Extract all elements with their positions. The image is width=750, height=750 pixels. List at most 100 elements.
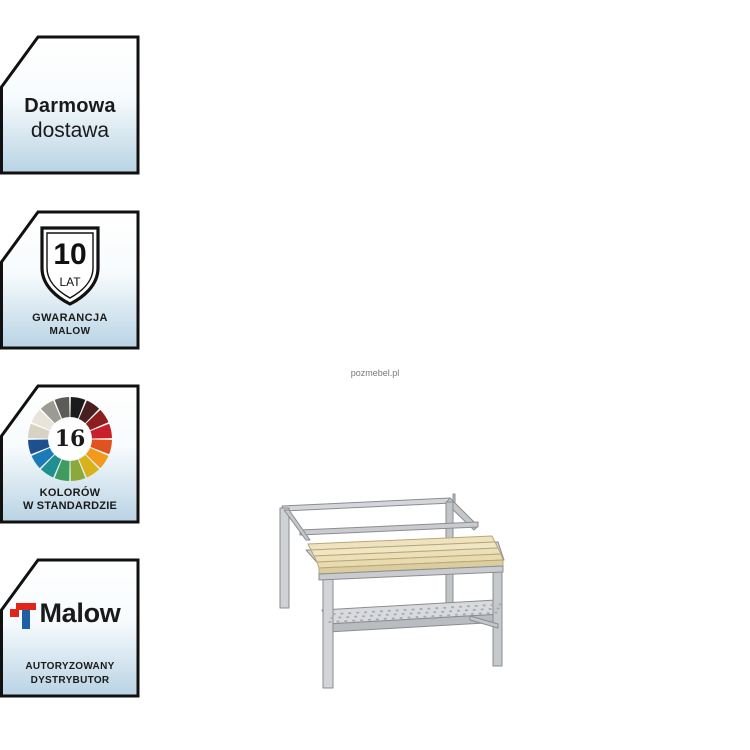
shelf-perforation — [375, 618, 379, 621]
shelf-perforation — [423, 615, 427, 618]
shelf-perforation — [385, 613, 389, 616]
shelf-perforation — [464, 609, 468, 612]
shelf-perforation — [348, 612, 352, 615]
shelf-perforation — [371, 610, 376, 613]
shelf-perforation — [462, 613, 466, 616]
shelf-perforation — [472, 608, 476, 611]
color-swatch — [28, 439, 50, 455]
badge-frame — [0, 558, 140, 698]
shelf-perforation — [427, 607, 431, 610]
badge-subtitle: W STANDARDZIE — [22, 500, 118, 512]
shelf-perforation — [456, 609, 461, 612]
shelf-perforation — [401, 612, 405, 615]
shelf-perforation — [439, 614, 443, 617]
shelf-perforation — [451, 606, 455, 609]
bench-image — [279, 493, 505, 689]
color-swatch — [54, 397, 70, 419]
shield-icon: 10 LAT — [40, 226, 100, 306]
colors-badge: 16 KOLORÓW W STANDARDZIE — [0, 384, 140, 524]
shelf-perforation — [415, 616, 419, 618]
badge-title: AUTORYZOWANY — [25, 661, 115, 672]
color-swatch — [78, 454, 100, 478]
badge-title: KOLORÓW — [39, 487, 101, 499]
warranty-badge: 10 LAT GWARANCJA MALOW — [0, 210, 140, 350]
shelf-perforation — [458, 605, 463, 608]
shelf-perforation — [362, 615, 366, 618]
color-wheel-icon — [28, 397, 112, 481]
shelf-perforation — [395, 609, 399, 612]
badge-title: Darmowa — [24, 95, 116, 117]
shelf-perforation — [344, 620, 348, 623]
shelf-perforation — [354, 615, 358, 618]
shelf-perforation — [403, 608, 407, 611]
shelf-perforation — [346, 616, 350, 619]
shelf-perforation — [356, 611, 360, 614]
shelf-perforation — [480, 608, 484, 611]
color-swatch — [90, 439, 112, 455]
shelf-perforation — [478, 612, 482, 615]
color-swatch — [90, 423, 112, 439]
shelf-perforation — [364, 611, 368, 614]
shelf-perforation — [431, 615, 435, 618]
shelf-perforation — [490, 604, 494, 606]
shelf-perforation — [496, 607, 500, 610]
badge-subtitle: dostawa — [30, 119, 110, 142]
shelf-perforation — [379, 610, 383, 613]
color-swatch — [78, 400, 100, 424]
shelf-perforation — [407, 616, 411, 619]
shelf-perforation — [425, 611, 429, 614]
shelf-perforation — [447, 614, 451, 617]
badge-frame — [0, 35, 140, 175]
shelf-perforation — [470, 612, 474, 615]
shelf-perforation — [409, 612, 413, 615]
color-swatch — [54, 459, 70, 481]
shelf-perforation — [387, 609, 391, 612]
shelf-perforation — [441, 610, 445, 613]
color-swatch — [40, 454, 62, 478]
shelf-perforation — [486, 612, 490, 614]
color-swatch — [85, 447, 109, 469]
color-swatch — [40, 400, 62, 424]
shelf-perforation — [488, 608, 492, 610]
shelf-perforation — [330, 617, 334, 619]
color-swatch — [31, 409, 55, 431]
shelf-perforation — [399, 616, 403, 619]
color-wheel-center — [49, 418, 91, 460]
color-swatch — [70, 397, 86, 419]
shelf-perforation — [454, 613, 459, 616]
free-delivery-badge: Darmowa dostawa — [0, 35, 140, 175]
brand-name: Malow — [39, 598, 121, 628]
shelf-perforation — [332, 613, 336, 615]
color-swatch — [31, 447, 55, 469]
shelf-perforation — [393, 613, 397, 616]
shelf-perforation — [377, 614, 381, 617]
shelf-perforation — [328, 621, 332, 623]
shelf-perforation — [466, 605, 470, 608]
shelf-perforation — [482, 604, 486, 607]
shelf-perforation — [352, 619, 356, 622]
shelf-perforation — [449, 610, 453, 613]
shelf-perforation — [338, 616, 342, 619]
shelf-perforation — [340, 612, 344, 615]
shelf-perforation — [433, 611, 437, 614]
warranty-unit: LAT — [59, 275, 81, 289]
badge-subtitle: MALOW — [49, 326, 91, 337]
shelf-perforation — [336, 620, 340, 623]
shelf-perforation — [360, 619, 364, 622]
shelf-perforation — [474, 604, 478, 607]
color-swatch — [85, 409, 109, 431]
shelf-perforation — [417, 612, 421, 614]
colors-count: 16 — [54, 426, 86, 452]
color-swatch — [70, 459, 86, 481]
shelf-perforation — [369, 614, 374, 617]
badge-title: GWARANCJA — [32, 312, 108, 324]
shelf-perforation — [435, 607, 439, 610]
color-swatch — [28, 423, 50, 439]
shelf-perforation — [443, 606, 447, 609]
watermark: pozmebel.pl — [350, 368, 400, 378]
shelf-perforation — [498, 603, 502, 606]
malow-logo-icon — [10, 603, 36, 629]
shelf-perforation — [419, 608, 423, 610]
badge-subtitle: DYSTRYBUTOR — [30, 675, 110, 686]
